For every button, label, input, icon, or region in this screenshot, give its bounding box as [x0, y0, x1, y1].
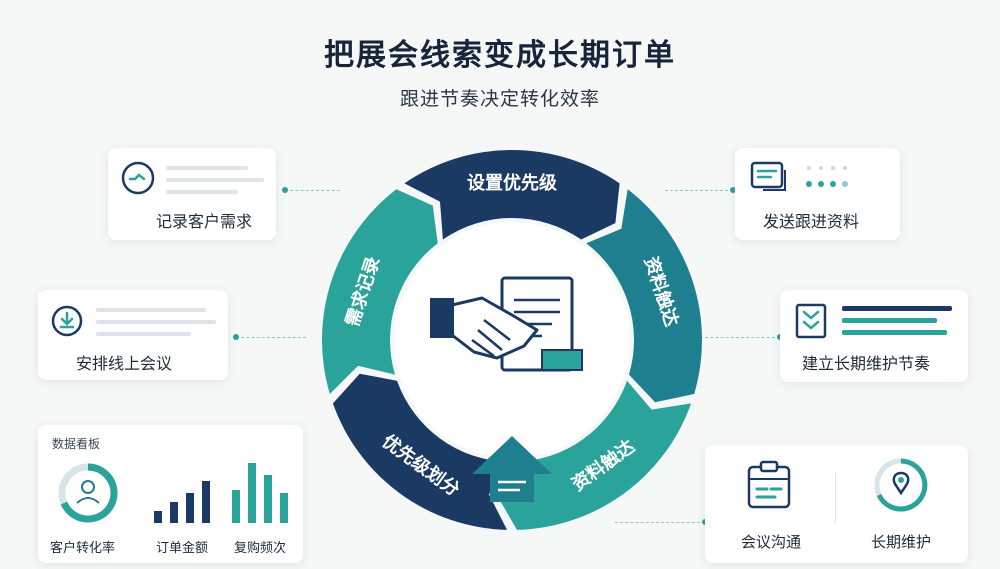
card-send-materials: 发送跟进资料 [735, 148, 900, 240]
text-line [96, 320, 216, 324]
card-label-send-materials: 发送跟进资料 [763, 212, 860, 231]
text-line [166, 178, 264, 182]
repurchase-bars [232, 463, 288, 523]
cycle-segment [322, 189, 438, 394]
dashboard-bar [248, 463, 256, 523]
clipboard-icon [747, 460, 791, 509]
dashboard-bar [170, 502, 178, 523]
card-record-needs: 记录客户需求 [108, 148, 276, 240]
order-amount-bars [154, 481, 210, 523]
bottom-right-card: 会议沟通 长期维护 [705, 445, 968, 563]
text-line [96, 332, 191, 336]
connector-bottom [615, 522, 705, 523]
text-line [166, 190, 238, 194]
page-subtitle: 跟进节奏决定转化效率 [399, 88, 600, 110]
clock-icon [121, 161, 155, 195]
dashboard-bar [186, 493, 194, 523]
connector-dot [730, 187, 736, 193]
checklist-icon [795, 303, 827, 339]
connector-record [285, 190, 340, 191]
dashboard-title: 数据看板 [52, 437, 101, 451]
metric-order-label: 订单金额 [156, 541, 209, 556]
dashboard-bar [202, 481, 210, 523]
connector-rhythm [700, 337, 780, 338]
handshake-document-icon [430, 276, 583, 372]
conversion-ring [58, 463, 118, 523]
connector-dot [233, 334, 239, 340]
divider [835, 473, 836, 523]
location-ring-icon [874, 458, 928, 512]
card-online-meeting: 安排线上会议 [38, 290, 228, 380]
dashboard-card: 数据看板 客户转化率 订单金额 复购频次 [38, 425, 303, 563]
text-line [96, 308, 206, 312]
card-label-record-needs: 记录客户需求 [156, 212, 253, 231]
dots-icon [806, 166, 848, 187]
cycle-segment [497, 380, 692, 530]
text-line [842, 318, 937, 323]
text-line [842, 330, 947, 335]
text-line [842, 306, 952, 311]
card-label-online-meeting: 安排线上会议 [76, 354, 173, 373]
card-label-long-term-rhythm: 建立长期维护节奏 [802, 354, 931, 373]
card-long-term-rhythm: 建立长期维护节奏 [780, 290, 968, 382]
connector-send [665, 190, 733, 191]
cycle-segment-label: 设置优先级 [467, 172, 558, 194]
dashboard-bar [280, 493, 288, 523]
text-line [166, 166, 248, 170]
cycle-segment [586, 189, 702, 403]
cycle-segment [332, 373, 509, 530]
download-icon [51, 305, 83, 337]
dashboard-bar [154, 511, 162, 523]
metric-conversion-label: 客户转化率 [50, 541, 116, 556]
metric-repurchase-label: 复购频次 [234, 541, 287, 556]
item-meeting-label: 会议沟通 [741, 533, 802, 551]
page-title: 把展会线索变成长期订单 [324, 38, 676, 73]
dashboard-bar [264, 475, 272, 523]
chat-icon [750, 161, 786, 191]
dashboard-bar [232, 490, 240, 523]
item-maintenance-label: 长期维护 [871, 533, 932, 551]
connector-dot [282, 187, 288, 193]
connector-meeting [236, 337, 306, 338]
cycle-segment [404, 150, 620, 240]
upload-arrow-icon [472, 436, 552, 502]
